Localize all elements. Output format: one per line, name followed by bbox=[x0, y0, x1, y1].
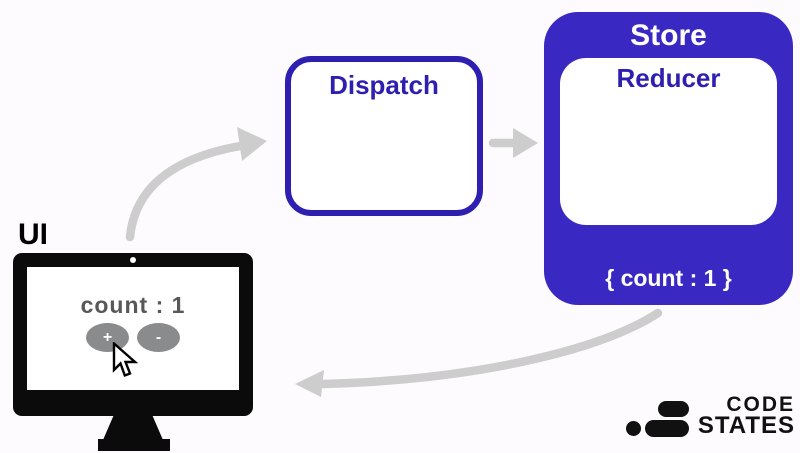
increment-button[interactable]: + bbox=[86, 323, 129, 352]
decrement-button[interactable]: - bbox=[137, 323, 180, 352]
monitor-base bbox=[98, 439, 170, 451]
counter-button-row: + - bbox=[27, 323, 239, 352]
dispatch-label: Dispatch bbox=[329, 70, 439, 100]
dispatch-box: Dispatch bbox=[285, 56, 483, 216]
logo-text: CODE STATES bbox=[697, 393, 795, 439]
camera-dot-icon bbox=[130, 257, 136, 263]
store-box: Store Reducer { count : 1 } bbox=[544, 12, 793, 305]
logo-text-states: STATES bbox=[697, 412, 795, 439]
count-display: count : 1 bbox=[80, 292, 186, 318]
arrow-store-to-ui bbox=[318, 308, 663, 389]
ui-label: UI bbox=[18, 218, 48, 251]
logo-bar-bottom-icon bbox=[645, 420, 689, 437]
logo-bar-top-icon bbox=[658, 401, 689, 417]
store-label: Store bbox=[630, 19, 707, 52]
logo-text-code: CODE bbox=[726, 393, 795, 416]
monitor-stand bbox=[103, 415, 163, 440]
reducer-box: Reducer bbox=[560, 58, 777, 225]
arrow-ui-to-dispatch bbox=[125, 141, 245, 242]
arrow-store-to-ui-head-icon bbox=[295, 370, 324, 397]
monitor: count : 1 + - bbox=[13, 253, 253, 416]
arrow-dispatch-to-store-head-icon bbox=[513, 128, 538, 158]
arrow-ui-to-dispatch-head-icon bbox=[237, 127, 267, 161]
monitor-screen: count : 1 + - bbox=[27, 267, 239, 390]
logo-dot-icon bbox=[626, 421, 641, 436]
codestates-logo: CODE STATES bbox=[625, 394, 795, 442]
cursor-icon bbox=[112, 342, 138, 378]
store-state-label: { count : 1 } bbox=[605, 265, 732, 291]
reducer-label: Reducer bbox=[616, 63, 721, 93]
